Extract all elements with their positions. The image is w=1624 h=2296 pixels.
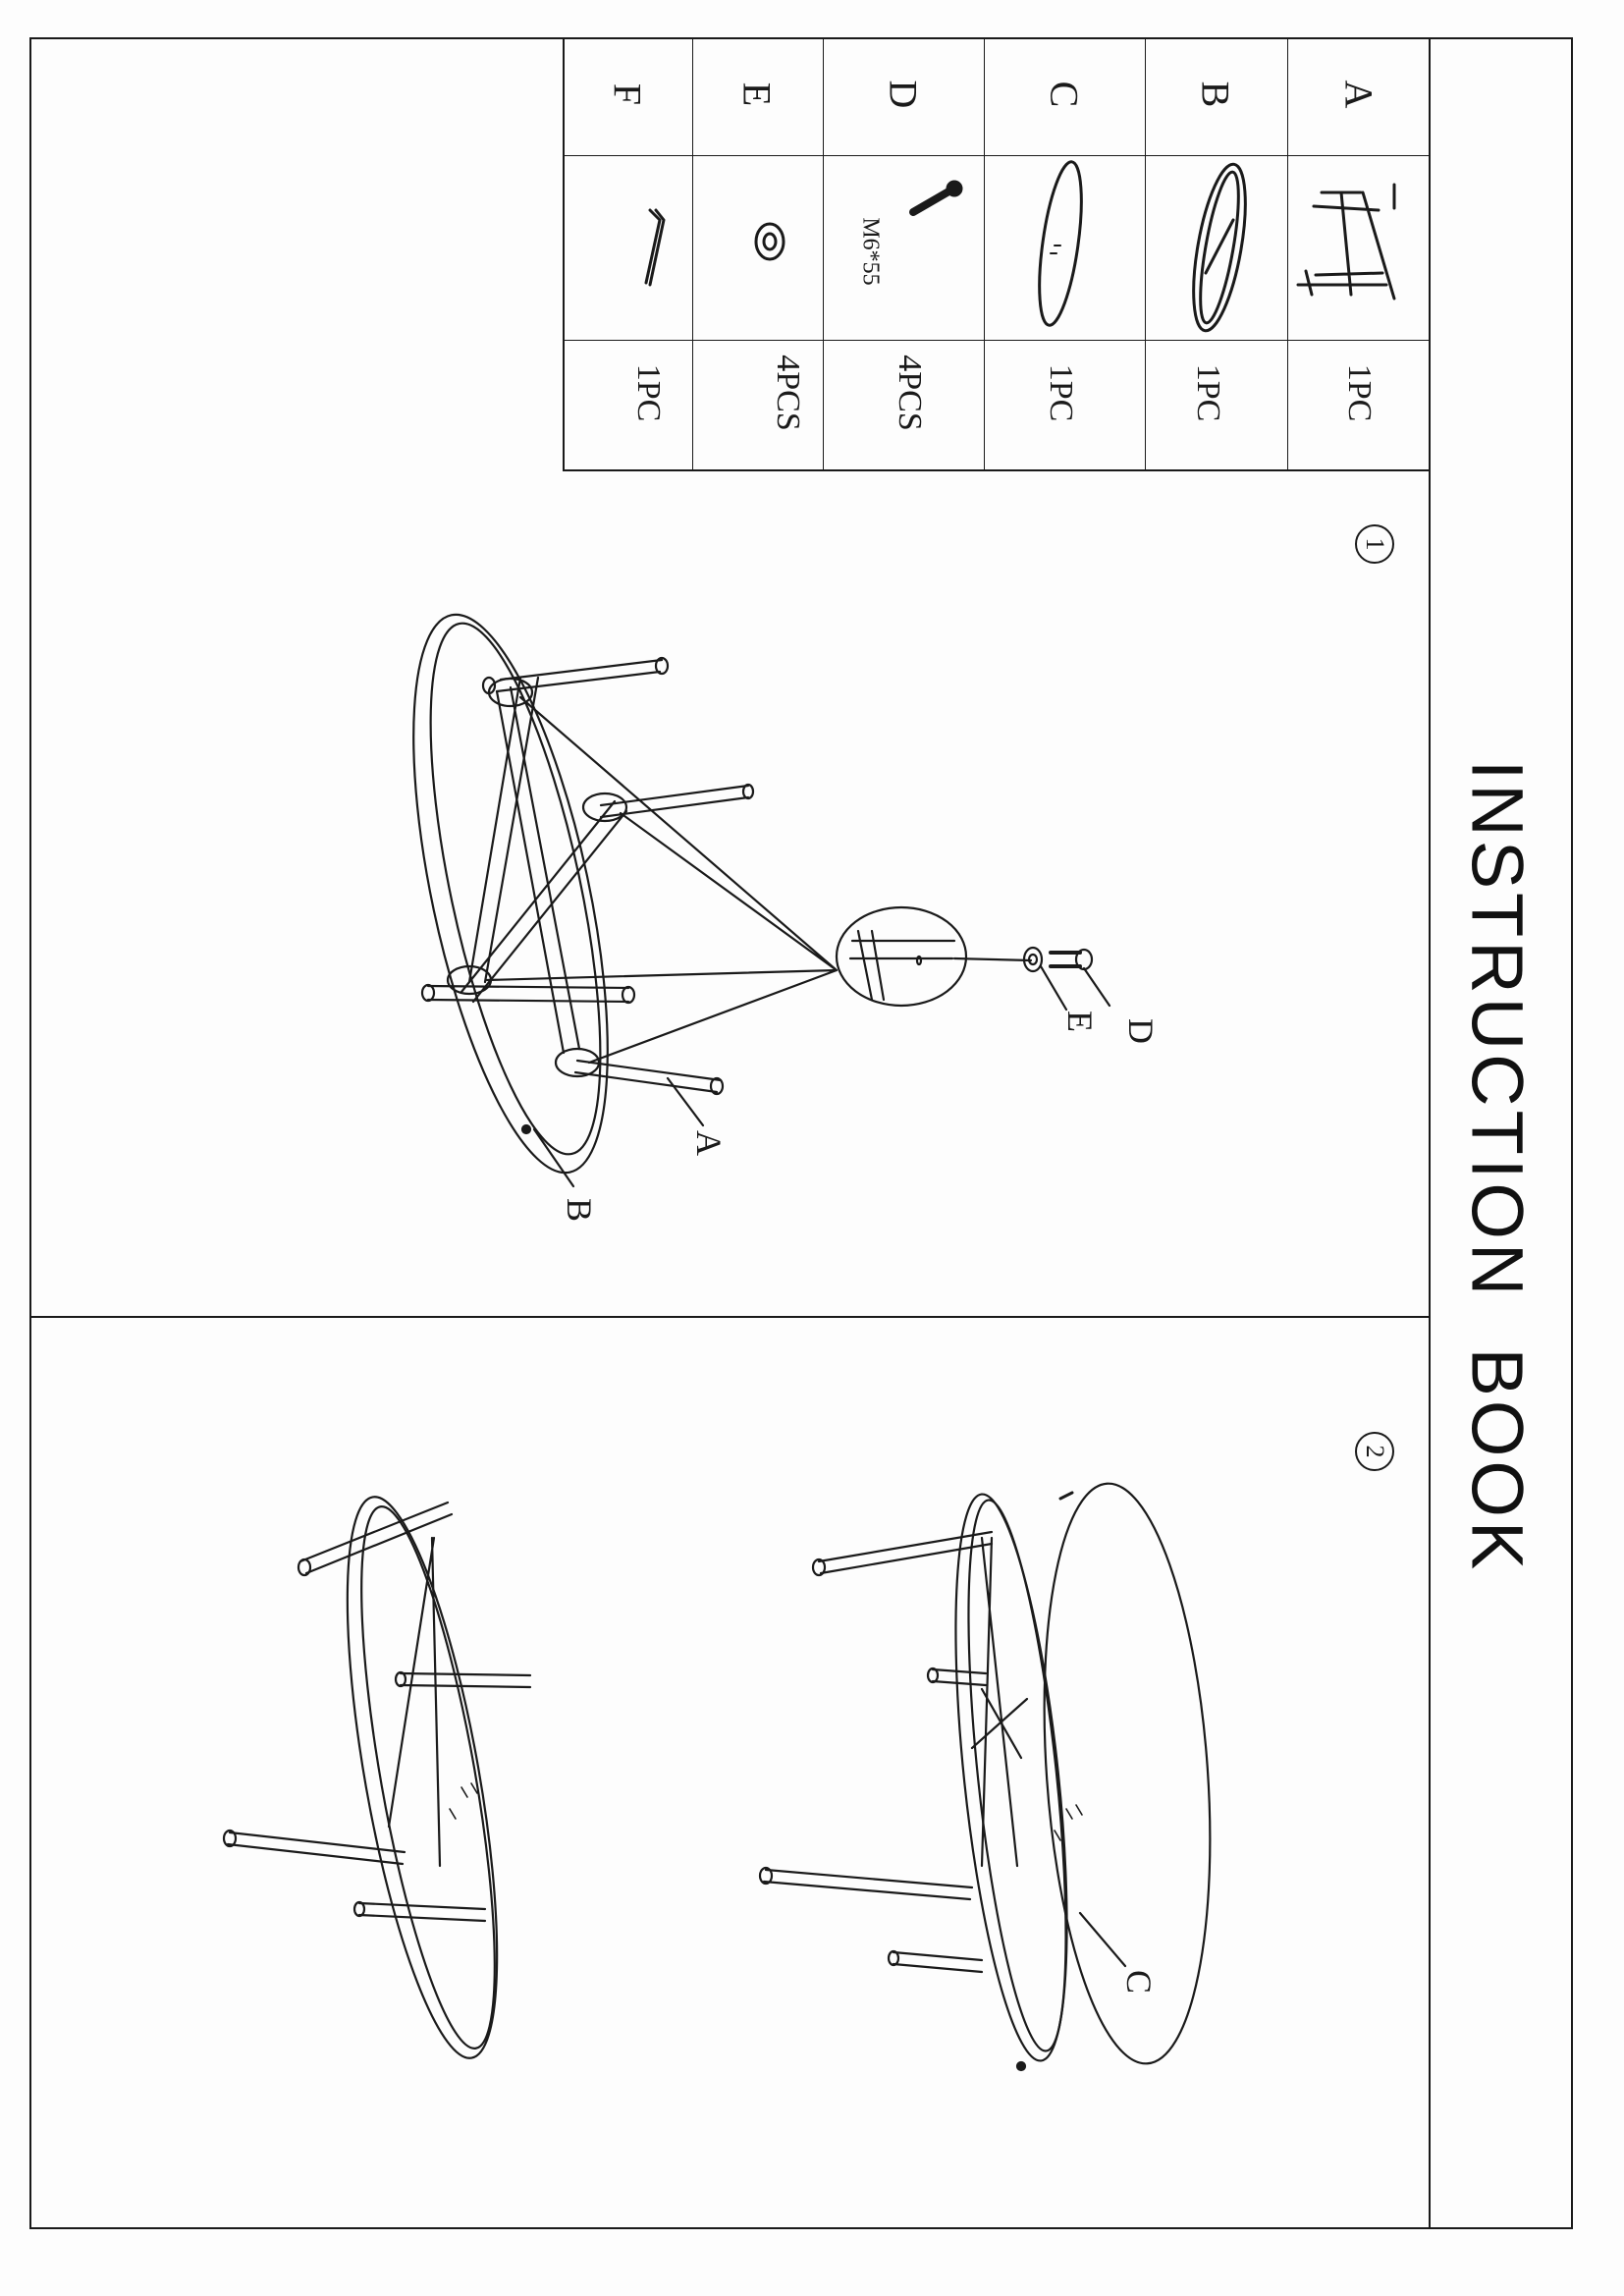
page-frame — [29, 37, 1573, 2229]
part-qty: 1PC — [630, 363, 667, 422]
part-letter: A — [1336, 80, 1381, 109]
part-letter: C — [1042, 81, 1087, 108]
title-divider — [1429, 37, 1431, 2229]
callout-c: C — [1119, 1969, 1159, 1995]
part-letter: E — [734, 82, 780, 107]
table-edge-left — [563, 37, 565, 471]
part-letter: F — [605, 82, 650, 106]
part-letter: B — [1193, 81, 1238, 108]
table-edge-bottom — [563, 469, 1431, 471]
step-number-badge: 1 — [1355, 524, 1394, 564]
document-title: INSTRUCTION BOOK — [1456, 759, 1539, 1574]
part-qty: 1PC — [1043, 363, 1079, 422]
callout-a: A — [689, 1130, 729, 1156]
table-row-line — [1145, 37, 1146, 471]
part-qty: 1PC — [1190, 363, 1226, 422]
part-letter: D — [881, 80, 926, 109]
table-line-letter — [563, 155, 1431, 156]
step-divider — [29, 1316, 1429, 1318]
part-qty: 4PCS — [892, 355, 928, 431]
table-row-line — [692, 37, 693, 471]
table-row-line — [984, 37, 985, 471]
table-line-qty — [563, 340, 1431, 341]
bolt-spec-label: M6*55 — [857, 217, 884, 286]
callout-b: B — [560, 1197, 599, 1223]
part-qty: 4PCS — [770, 355, 806, 431]
callout-e: E — [1060, 1011, 1100, 1032]
title-column: INSTRUCTION BOOK — [1422, 37, 1573, 2229]
table-row-line — [1287, 37, 1288, 471]
callout-d: D — [1121, 1018, 1161, 1044]
part-qty: 1PC — [1341, 363, 1378, 422]
table-row-line — [823, 37, 824, 471]
step-number-badge: 2 — [1355, 1432, 1394, 1471]
